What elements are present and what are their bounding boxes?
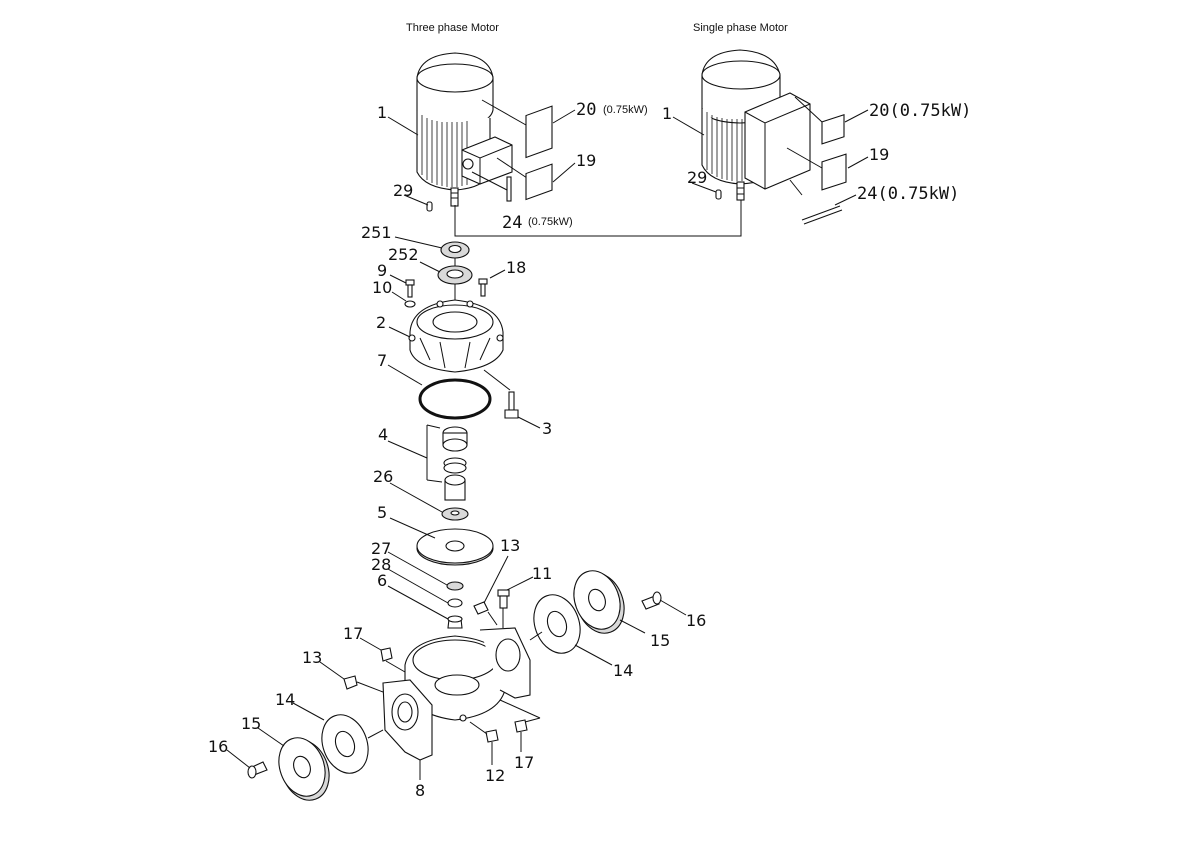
label-2: 2 xyxy=(376,313,386,332)
label-1-single-phase: 1 xyxy=(662,104,672,123)
label-16-left: 16 xyxy=(208,737,228,756)
label-7: 7 xyxy=(377,351,387,370)
label-15-right: 15 xyxy=(650,631,670,650)
label-12: 12 xyxy=(485,766,505,785)
label-24-note: (0.75kW) xyxy=(528,216,573,228)
label-20-note: (0.75kW) xyxy=(603,104,648,116)
label-17-lower: 17 xyxy=(514,753,534,772)
three-phase-motor xyxy=(387,52,576,212)
three-phase-heading: Three phase Motor xyxy=(406,22,499,34)
label-6: 6 xyxy=(377,571,387,590)
label-14-right: 14 xyxy=(613,661,633,680)
label-26: 26 xyxy=(373,467,393,486)
label-9: 9 xyxy=(377,261,387,280)
label-18: 18 xyxy=(506,258,526,277)
label-15-left: 15 xyxy=(241,714,261,733)
shaft-link-line xyxy=(454,200,742,237)
single-phase-motor xyxy=(672,49,869,225)
pump-casing xyxy=(382,627,531,761)
label-251: 251 xyxy=(361,223,392,242)
label-10: 10 xyxy=(372,278,392,297)
label-5: 5 xyxy=(377,503,387,522)
label-252: 252 xyxy=(388,245,419,264)
label-17-upper: 17 xyxy=(343,624,363,643)
label-16-right: 16 xyxy=(686,611,706,630)
label-13-left: 13 xyxy=(302,648,322,667)
label-20-three-phase: 20 xyxy=(576,100,596,120)
label-3: 3 xyxy=(542,419,552,438)
leader-lines xyxy=(226,236,687,780)
fittings xyxy=(247,570,662,801)
label-19-single-phase: 19 xyxy=(869,145,889,164)
label-1-three-phase: 1 xyxy=(377,103,387,122)
label-4: 4 xyxy=(378,425,388,444)
single-phase-heading: Single phase Motor xyxy=(693,22,788,34)
label-11: 11 xyxy=(532,564,552,583)
label-27: 27 xyxy=(371,539,391,558)
label-28: 28 xyxy=(371,555,391,574)
seal-stack xyxy=(404,241,519,629)
label-19-three-phase: 19 xyxy=(576,151,596,170)
label-14-left: 14 xyxy=(275,690,295,709)
label-29-single-phase: 29 xyxy=(687,168,707,187)
label-20-single-phase: 20(0.75kW) xyxy=(869,101,971,121)
label-8: 8 xyxy=(415,781,425,800)
label-13-upper: 13 xyxy=(500,536,520,555)
label-29-three-phase: 29 xyxy=(393,181,413,200)
label-24-single-phase: 24(0.75kW) xyxy=(857,184,959,204)
label-24-three-phase: 24 xyxy=(502,213,522,233)
